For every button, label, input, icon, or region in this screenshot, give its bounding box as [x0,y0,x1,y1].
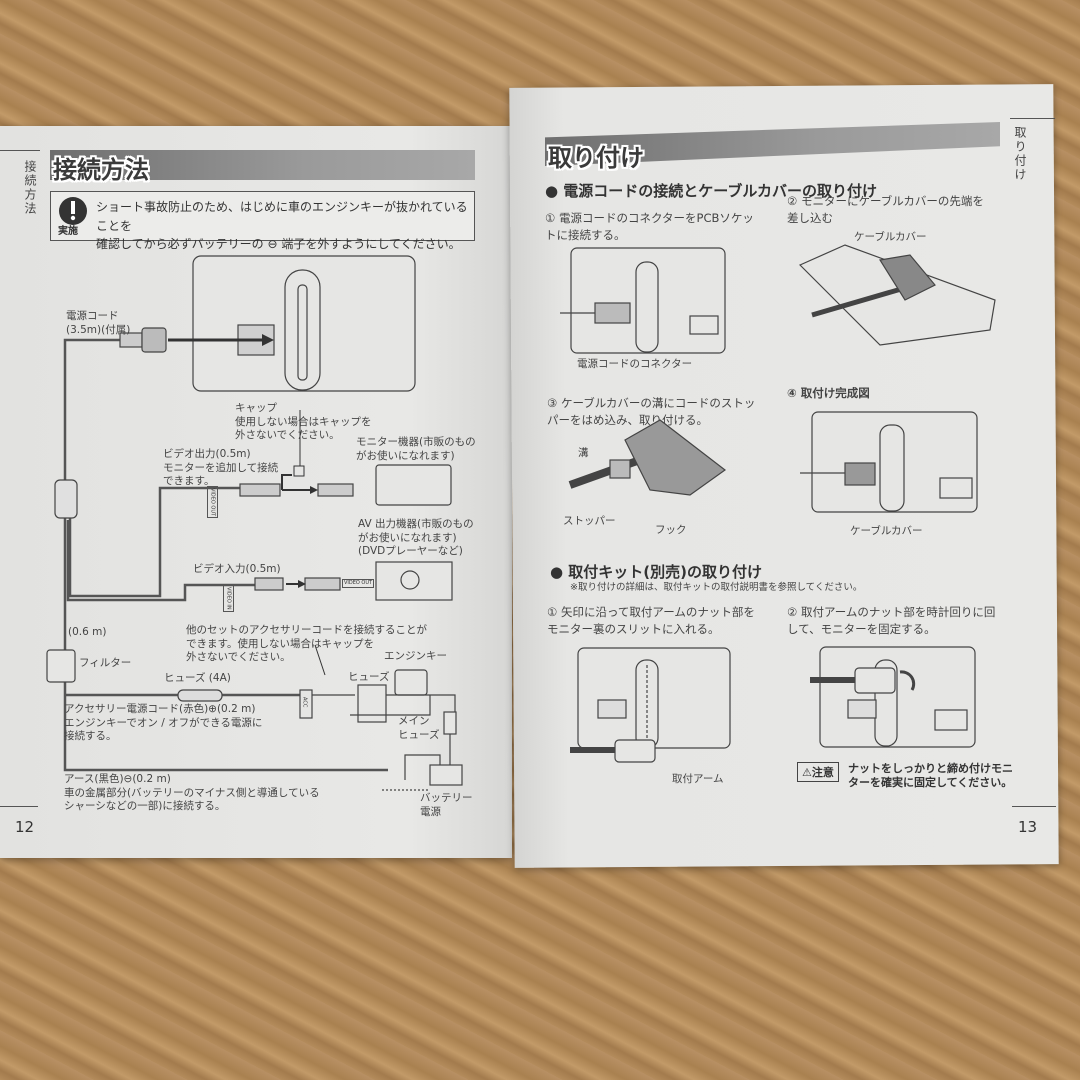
title-bar [50,150,475,180]
exclamation-icon [59,197,87,225]
power-cord-label: 電源コード(3.5m)(付属) [66,310,131,336]
warning-box: 実施 ショート事故防止のため、はじめに車のエンジンキーが抜かれていることを確認し… [50,191,475,251]
monitor-back-illustration-1 [560,247,726,354]
arm-label: 取付アーム [672,773,724,785]
cable-cover-label: ケーブルカバー [854,231,927,243]
battery-label: バッテリー電源 [420,792,473,818]
groove-label: 溝 [578,447,589,459]
main-fuse-label: メインヒューズ [398,715,440,741]
fuse-4a-label: ヒューズ (4A) [164,672,231,684]
kit-step2: ② 取付アームのナット部を時計回りに回して、モニターを固定する。 [787,605,996,637]
side-rule-right [1010,118,1055,119]
earth-label: アース(黒色)⊖(0.2 m)車の金属部分(バッテリーのマイナス側と導通している… [64,773,320,813]
caution-text: ナットをしっかりと締め付けモニターを確実に固定してください。 [847,762,1013,790]
step3: ③ ケーブルカバーの溝にコードのストッパーをはめ込み、取り付ける。 [547,396,756,428]
cable-cover-label-2: ケーブルカバー [850,525,923,537]
connector-label: 電源コードのコネクター [577,358,693,370]
accessory-cord-label: アクセサリー電源コード(赤色)⊕(0.2 m)エンジンキーでオン / オフができ… [64,703,263,743]
acc-tag: ACC [301,697,308,708]
page-rule-right [1012,806,1056,807]
monitor-device-label: モニター機器(市販のものがお使いになれます) [356,436,476,462]
monitor-back-illustration-5 [570,647,731,763]
section2-heading: ● 取付キット(別売)の取り付け [550,563,763,581]
page-title: 接続方法 [53,156,149,184]
stopper-illustration [568,419,727,496]
video-out-tag: VIDEO OUT [207,486,218,519]
other-set-label: 他のセットのアクセサリーコードを接続することができます。使用しない場合はキャップ… [186,624,427,664]
filter-label: フィルター [79,657,132,669]
section1-heading: ● 電源コードの接続とケーブルカバーの取り付け [545,182,877,200]
page-number-right: 13 [1018,818,1038,836]
warning-text: ショート事故防止のため、はじめに車のエンジンキーが抜かれていることを確認してから… [96,200,468,252]
cable-cover-illustration [798,244,996,346]
av-video-out-tag: VIDEO OUT [342,579,375,588]
video-in-tag: VIDEO IN [223,585,234,612]
side-tab-right: 取り付け [1013,126,1027,182]
step1: ① 電源コードのコネクターをPCBソケットに接続する。 [545,211,754,243]
fuse-label: ヒューズ [348,671,390,683]
monitor-back-illustration-6 [810,646,976,748]
side-rule [0,150,40,151]
warning-badge: 実施 [58,226,78,237]
page-title-right: 取り付け [548,144,644,172]
engine-key-label: エンジンキー [384,650,447,662]
side-tab: 接続方法 [23,160,37,216]
video-in-label: ビデオ入力(0.5m) [193,563,281,575]
step2: ② モニターにケーブルカバーの先端を差し込む [787,194,984,226]
length-label: (0.6 m) [68,626,107,638]
hook-label: フック [655,524,687,536]
stopper-label: ストッパー [563,515,616,527]
video-out-label: ビデオ出力(0.5m)モニターを追加して接続できます。 [163,448,279,488]
page-number-left: 12 [15,818,35,836]
monitor-back-illustration-4 [800,411,978,513]
av-device-label: AV 出力機器(市販のものがお使いになれます)(DVDプレーヤーなど) [358,518,474,558]
caution-note: ⚠注意 ナットをしっかりと締め付けモニターを確実に固定してください。 [797,762,1013,791]
section2-note: ※取り付けの詳細は、取付キットの取付説明書を参照してください。 [570,582,863,593]
step4: ④ 取付け完成図 [787,386,870,400]
caution-badge: ⚠注意 [797,762,839,782]
page-rule [0,806,38,807]
kit-step1: ① 矢印に沿って取付アームのナット部をモニター裏のスリットに入れる。 [547,605,755,637]
cap-label: キャップ使用しない場合はキャップを外さないでください。 [235,402,372,442]
